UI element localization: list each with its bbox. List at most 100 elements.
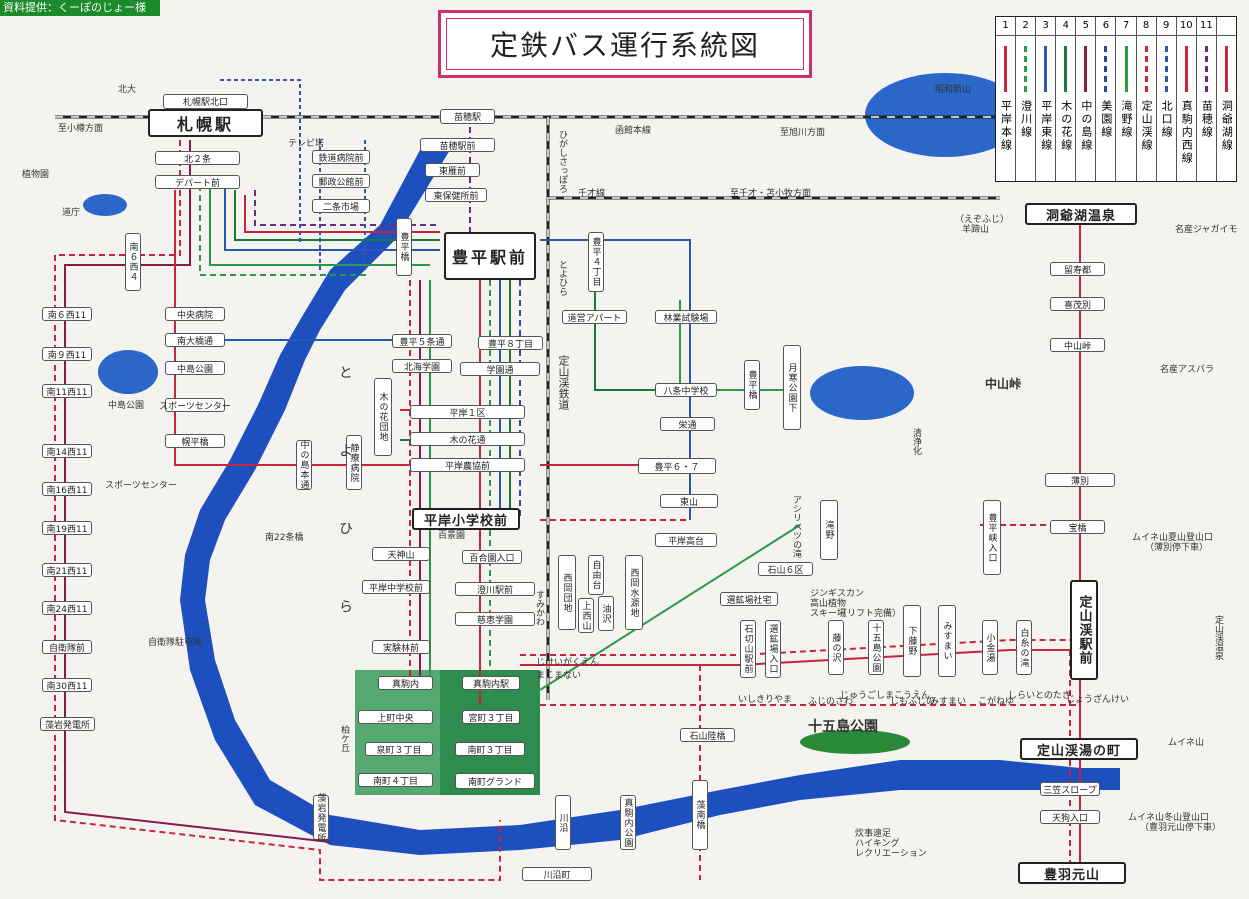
stop-toryo[interactable]: 道営アパート (562, 310, 627, 324)
stop-hiragishi-koudai[interactable]: 平岸高台 (655, 533, 717, 547)
stop-kizan[interactable]: 喜茂別 (1050, 297, 1105, 311)
stop-sakae[interactable]: 栄通 (660, 417, 715, 431)
stop-noukyou[interactable]: 平岸農協前 (410, 458, 525, 472)
stop-south6[interactable]: 南６西11 (42, 307, 92, 321)
stop-minami-bashi[interactable]: 南大橋通 (165, 333, 225, 347)
stop-hyakugo[interactable]: 百合園入口 (462, 550, 522, 564)
stop-sanpo[interactable]: 選鉱場社宅 (720, 592, 778, 606)
stop-nakajima[interactable]: 中島公園 (165, 361, 225, 375)
stop-south30[interactable]: 南30西11 (42, 678, 92, 692)
station-sapporo-north[interactable]: 札幌駅北口 (163, 94, 248, 109)
stop-east-clinic[interactable]: 東保健所前 (425, 188, 487, 202)
stop-misumai[interactable]: みすまい (938, 605, 956, 677)
stop-makomanai-park[interactable]: 真駒内公園 (620, 795, 636, 850)
stop-izumimachi[interactable]: 泉町３丁目 (365, 742, 433, 756)
stop-kamimachi[interactable]: 上町中央 (358, 710, 433, 724)
stop-south16[interactable]: 南16西11 (42, 482, 92, 496)
stop-kita2[interactable]: 北２条 (155, 151, 240, 165)
stop-takino[interactable]: 滝野 (820, 500, 838, 560)
stop-kogane[interactable]: 小金湯 (982, 620, 998, 675)
stop-shiraito[interactable]: 白糸の滝 (1016, 620, 1032, 675)
station-toyohira[interactable]: 豊平駅前 (444, 232, 536, 280)
stop-ringyo[interactable]: 林業試験場 (655, 310, 717, 324)
stop-sports[interactable]: スポーツセンター (159, 398, 231, 412)
stop-hokkai[interactable]: 北海学園 (392, 359, 452, 373)
stop-kawazoe[interactable]: 川沿 (555, 795, 571, 850)
stop-post[interactable]: 郵政公館前 (312, 174, 370, 188)
stop-nishioka[interactable]: 西岡団地 (558, 555, 576, 630)
stop-makomanai[interactable]: 真駒内 (378, 676, 433, 690)
stop-jyokijo[interactable]: 選鉱場入口 (765, 620, 781, 678)
stop-power2[interactable]: 藻岩発電所 (313, 793, 329, 843)
stop-higashiyama[interactable]: 東山 (660, 494, 718, 508)
station-hiragishi-school[interactable]: 平岸小学校前 (412, 508, 520, 530)
stop-toyoharabashi[interactable]: 豊平橋 (744, 360, 760, 410)
station-naebo[interactable]: 苗穂駅 (440, 109, 495, 124)
stop-tenjin[interactable]: 天神山 (372, 547, 430, 561)
stop-tenguguchi[interactable]: 天狗入口 (1040, 810, 1100, 824)
stop-grand[interactable]: 南町グランド (455, 773, 535, 789)
stop-hiragishi-jh[interactable]: 平岸中学校前 (362, 580, 430, 594)
stop-nishioka-suigen[interactable]: 西岡水源地 (625, 555, 643, 630)
stop-rusutsu[interactable]: 留寿都 (1050, 262, 1105, 276)
legend-route-name: 平岸本線 (999, 100, 1013, 152)
stop-shimofujino[interactable]: 下藤野 (903, 605, 921, 677)
stop-nakajima-hondori[interactable]: 中の島本通 (296, 440, 312, 490)
stop-ishiyama-rikkyo[interactable]: 石山陸橋 (680, 728, 735, 742)
stop-fujino[interactable]: 藤の沢 (828, 620, 844, 675)
stop-minami-hospital[interactable]: 静療病院 (346, 435, 362, 490)
stop-south21[interactable]: 南21西11 (42, 563, 92, 577)
stop-ichiba[interactable]: 二条市場 (312, 199, 370, 213)
stop-keitoku[interactable]: 慈恵学園 (455, 612, 535, 626)
stop-minamimachi3[interactable]: 南町３丁目 (455, 742, 525, 756)
stop-nakayama[interactable]: 中山峠 (1050, 338, 1105, 352)
stop-kamishima[interactable]: 上西山 (578, 598, 594, 633)
stop-toyohira5[interactable]: 豊平５条通 (392, 334, 452, 348)
stop-kinohana[interactable]: 木の花通 (410, 432, 525, 446)
stop-tetsudo-hosp[interactable]: 鉄道病院前 (312, 150, 370, 164)
stop-hourai[interactable]: 宝橋 (1050, 520, 1105, 534)
stop-higashi-sakae[interactable]: 東雁前 (425, 163, 480, 177)
stop-kinoshita[interactable]: 石切山駅前 (740, 620, 756, 678)
stop-minamimachi4[interactable]: 南町４丁目 (358, 773, 433, 787)
station-hoheikyo[interactable]: 豊羽元山 (1018, 862, 1126, 884)
stop-sumikawa-bridge[interactable]: 藻南橋 (692, 780, 708, 850)
stop-shinrin[interactable]: 実験林前 (372, 640, 430, 654)
stop-toyohira-kyo[interactable]: 豊平峡入口 (983, 500, 1001, 575)
stop-minami-cen[interactable]: 真駒内駅 (462, 676, 520, 690)
stop-hiragishi1[interactable]: 平岸１区 (410, 405, 525, 419)
stop-chuo-uni[interactable]: 中央病院 (165, 307, 225, 321)
stop-jugoshima[interactable]: 十五島公園 (868, 620, 884, 675)
stop-south9[interactable]: 南９西11 (42, 347, 92, 361)
stop-hachijo[interactable]: 八条中学校 (655, 383, 717, 397)
stop-toyohira4[interactable]: 豊平４丁目 (588, 232, 604, 292)
stop-miyamachi[interactable]: 宮町３丁目 (462, 710, 520, 724)
stop-usubetsu[interactable]: 薄別 (1045, 473, 1115, 487)
stop-south19[interactable]: 南19西11 (42, 521, 92, 535)
stop-sumikawa-cho[interactable]: 川沿町 (522, 867, 592, 881)
stop-tsukisamu[interactable]: 月寒公園下 (783, 345, 801, 430)
stop-south11[interactable]: 南11西11 (42, 384, 92, 398)
station-jozankei[interactable]: 定山渓駅前 (1070, 580, 1098, 680)
stop-toyohira8[interactable]: 豊平８丁目 (478, 336, 543, 350)
stop-south24[interactable]: 南24西11 (42, 601, 92, 615)
stop-kinohana-danchi[interactable]: 木の花団地 (374, 378, 392, 456)
stop-minami6nishi4[interactable]: 南６西４ (125, 233, 141, 291)
stop-naebo-mae[interactable]: 苗穂駅前 (420, 138, 495, 152)
station-toyako[interactable]: 洞爺湖温泉 (1025, 203, 1137, 225)
stop-ochiai[interactable]: 自由台 (588, 555, 604, 595)
stop-toyohira-bashi[interactable]: 豊平橋 (396, 218, 412, 276)
stop-horohira[interactable]: 幌平橋 (165, 434, 225, 448)
stop-nakasawa[interactable]: 油沢 (598, 596, 614, 631)
station-sapporo[interactable]: 札幌駅 (148, 109, 263, 137)
stop-jieitai[interactable]: 自衛隊前 (42, 640, 92, 654)
stop-sansen[interactable]: 三笠スロープ (1040, 782, 1100, 796)
stop-gakuen[interactable]: 学園通 (460, 362, 540, 376)
station-jozankei-onsen[interactable]: 定山渓湯の町 (1020, 738, 1138, 760)
stop-south14[interactable]: 南14西11 (42, 444, 92, 458)
stop-sumikawa[interactable]: 澄川駅前 (455, 582, 535, 596)
stop-toyohira6[interactable]: 豊平６・７ (638, 458, 716, 474)
stop-ishiyama6[interactable]: 石山６区 (758, 562, 813, 576)
stop-power[interactable]: 藻岩発電所 (40, 717, 95, 731)
stop-dept[interactable]: デパート前 (155, 175, 240, 189)
